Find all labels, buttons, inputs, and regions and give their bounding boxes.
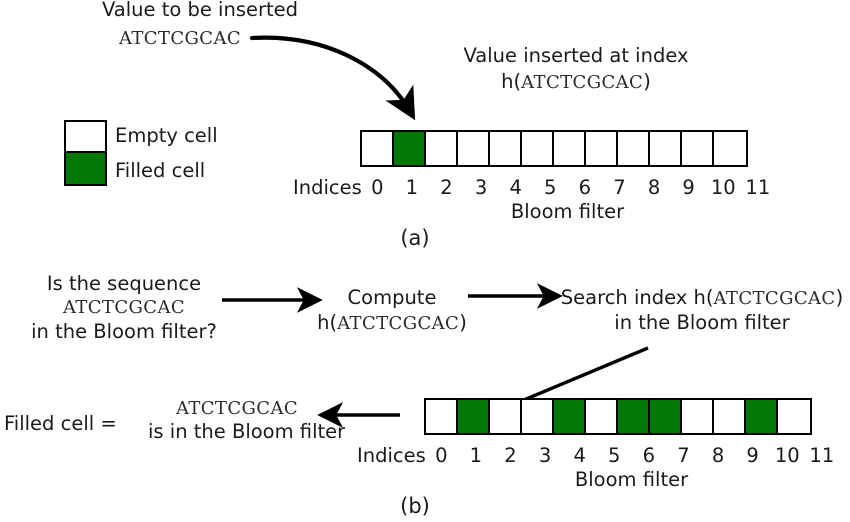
panel-b-question-sequence: ATCTCGCAC [62, 297, 186, 318]
filter-cell-5 [522, 132, 554, 165]
index-tick-8: 8 [711, 444, 725, 467]
filter-cell-7 [586, 132, 618, 165]
legend-empty-label: Empty cell [115, 124, 218, 147]
filter-cell-9 [650, 132, 682, 165]
filter-cell-2 [426, 132, 458, 165]
legend-empty-cell-swatch [66, 122, 105, 153]
panel-b-result-prefix: Filled cell = [4, 412, 117, 435]
panel-b-search-prefix: Search index h( [560, 286, 714, 309]
panel-b-search-line1: Search index h(ATCTCGCAC) [556, 286, 848, 309]
panel-a-hash-sequence: ATCTCGCAC [521, 72, 644, 93]
index-tick-11: 11 [809, 444, 835, 467]
index-tick-7: 7 [613, 176, 626, 199]
filter-cell-1 [458, 400, 490, 433]
index-tick-3: 3 [538, 444, 552, 467]
legend-filled-cell-swatch [66, 153, 105, 184]
filter-cell-2 [490, 400, 522, 433]
panel-a-value-header: Value to be inserted [101, 0, 299, 21]
index-tick-4: 4 [573, 444, 586, 467]
index-tick-10: 10 [710, 176, 736, 199]
filter-cell-3 [522, 400, 554, 433]
panel-a-array-label: Bloom filter [510, 200, 625, 223]
panel-b-result-line2: is in the Bloom filter [148, 420, 346, 443]
panel-a-indices-label: Indices [293, 176, 362, 199]
index-tick-5: 5 [544, 176, 557, 199]
index-tick-0: 0 [435, 444, 448, 467]
filter-cell-6 [554, 132, 586, 165]
index-tick-6: 6 [578, 176, 592, 199]
filter-cell-11 [714, 132, 746, 165]
index-tick-11: 11 [745, 176, 771, 199]
filter-cell-4 [490, 132, 522, 165]
panel-b-indices-label: Indices [357, 444, 426, 467]
panel-b-caption: (b) [400, 494, 430, 518]
filter-cell-0 [426, 400, 458, 433]
panel-a-caption: (a) [400, 226, 430, 250]
panel-a-inserted-label-line1: Value inserted at index [463, 44, 689, 67]
panel-b-search-suffix: ) [835, 286, 844, 309]
filter-cell-7 [650, 400, 682, 433]
panel-b-search-line2: in the Bloom filter [614, 311, 790, 334]
index-tick-1: 1 [469, 444, 483, 467]
filter-cell-5 [586, 400, 618, 433]
panel-a-value-sequence: ATCTCGCAC [118, 28, 242, 49]
panel-b-compute-line2: h(ATCTCGCAC) [316, 311, 468, 334]
filter-cell-0 [362, 132, 394, 165]
filter-cell-11 [778, 400, 810, 433]
index-tick-7: 7 [677, 444, 690, 467]
index-tick-10: 10 [774, 444, 800, 467]
filter-cell-1 [394, 132, 426, 165]
index-tick-2: 2 [504, 444, 517, 467]
panel-b-search-sequence: ATCTCGCAC [713, 288, 836, 309]
panel-a-inserted-label-line2: h(ATCTCGCAC) [420, 70, 732, 93]
legend-cell-stack [64, 120, 107, 186]
filter-cell-3 [458, 132, 490, 165]
panel-b-result-sequence: ATCTCGCAC [175, 398, 299, 419]
panel-b-question-line1: Is the sequence [46, 272, 202, 295]
panel-a-bloom-filter-array [360, 130, 748, 167]
index-tick-1: 1 [405, 176, 419, 199]
panel-a-hash-prefix: h( [501, 70, 522, 93]
panel-b-compute-hash-sequence: ATCTCGCAC [337, 313, 460, 334]
index-tick-3: 3 [474, 176, 488, 199]
panel-b-compute-hash-prefix: h( [317, 311, 338, 334]
filter-cell-10 [682, 132, 714, 165]
index-tick-4: 4 [509, 176, 522, 199]
filter-cell-8 [682, 400, 714, 433]
index-tick-9: 9 [746, 444, 759, 467]
filter-cell-4 [554, 400, 586, 433]
filter-cell-8 [618, 132, 650, 165]
index-tick-6: 6 [642, 444, 656, 467]
filter-cell-6 [618, 400, 650, 433]
index-tick-5: 5 [608, 444, 621, 467]
panel-b-array-label: Bloom filter [574, 468, 689, 491]
panel-b-question-line3: in the Bloom filter? [31, 320, 217, 343]
panel-b-compute-line1: Compute [347, 286, 437, 309]
index-tick-0: 0 [371, 176, 384, 199]
index-tick-8: 8 [647, 176, 661, 199]
panel-b-bloom-filter-array [424, 398, 812, 435]
legend-filled-label: Filled cell [115, 159, 206, 182]
index-tick-9: 9 [682, 176, 695, 199]
index-tick-2: 2 [440, 176, 453, 199]
filter-cell-9 [714, 400, 746, 433]
filter-cell-10 [746, 400, 778, 433]
panel-a-hash-suffix: ) [643, 70, 651, 93]
panel-b-compute-hash-suffix: ) [459, 311, 467, 334]
